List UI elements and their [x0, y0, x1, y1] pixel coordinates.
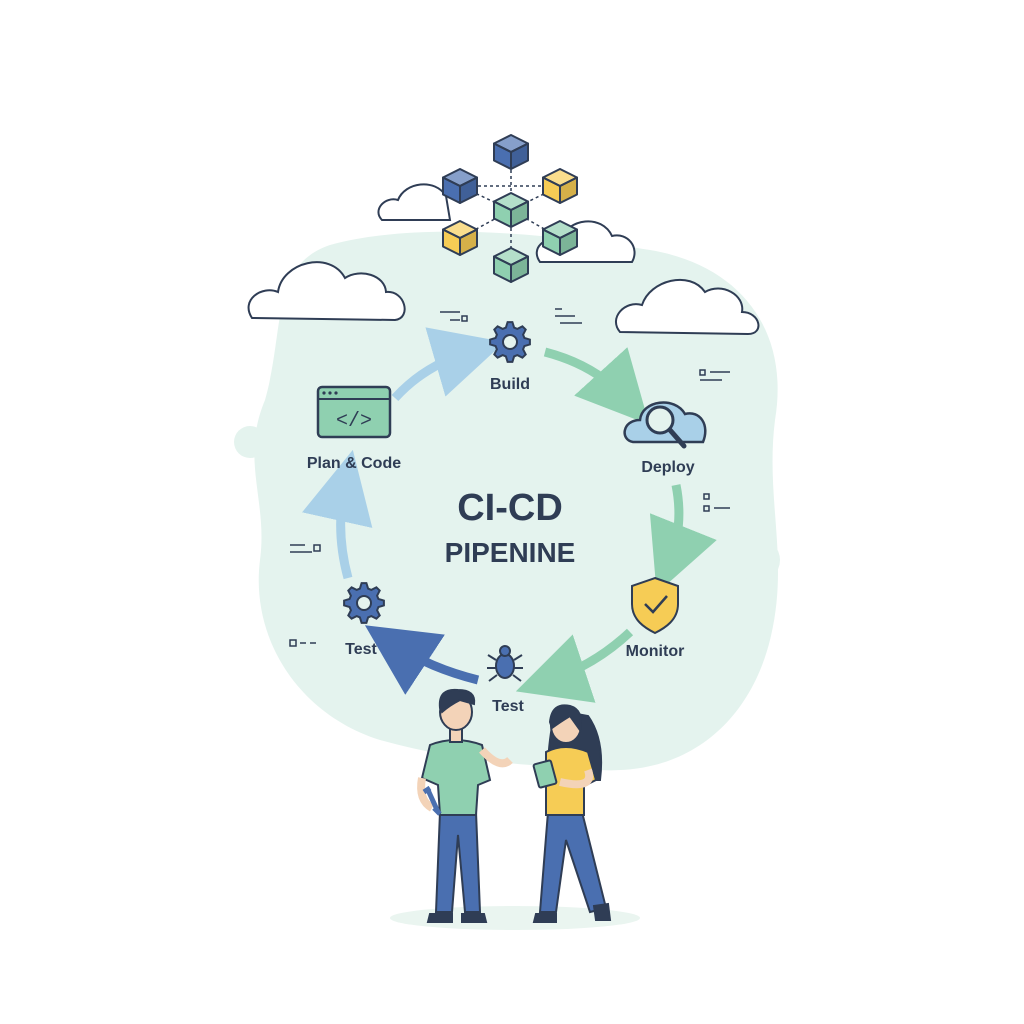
cube-icon [442, 220, 478, 256]
gear-icon [343, 582, 385, 624]
code-window-icon: </> [316, 385, 392, 439]
title-line-2: PIPENINE [445, 537, 576, 568]
code-symbol: </> [336, 410, 372, 433]
cube-icon [542, 220, 578, 256]
stage-label-monitor: Monitor [626, 643, 685, 660]
stage-label-build: Build [490, 376, 530, 393]
cloud-icon [247, 261, 406, 322]
gear-icon [489, 321, 531, 363]
cube-icon [493, 134, 529, 170]
developer-woman [532, 704, 612, 923]
stage-label-test-bug: Test [492, 698, 524, 715]
stage-label-plan: Plan & Code [307, 455, 401, 472]
cube-icon [542, 168, 578, 204]
shield-check-icon [631, 576, 679, 635]
arrow-test-to-plan [302, 449, 373, 580]
cloud-icon [614, 278, 760, 336]
cloud-search-icon [623, 401, 707, 449]
stage-label-deploy: Deploy [641, 459, 694, 476]
title-line-1: CI-CD [457, 487, 563, 529]
decor-bubble [234, 426, 266, 458]
stage-label-test-gear: Test [345, 641, 377, 658]
arrow-test-to-test [364, 625, 480, 695]
arrow-plan-to-build [391, 327, 505, 402]
cube-icon [493, 247, 529, 283]
decor-dash-icon [289, 308, 730, 647]
arrow-monitor-to-test [515, 628, 634, 703]
bug-icon [487, 645, 523, 682]
decor-bubble [736, 538, 780, 582]
developer-man [417, 688, 513, 923]
arrow-build-to-deploy [543, 347, 650, 425]
arrow-deploy-to-monitor [649, 484, 717, 594]
cube-icon [442, 168, 478, 204]
cube-icon [493, 192, 529, 228]
